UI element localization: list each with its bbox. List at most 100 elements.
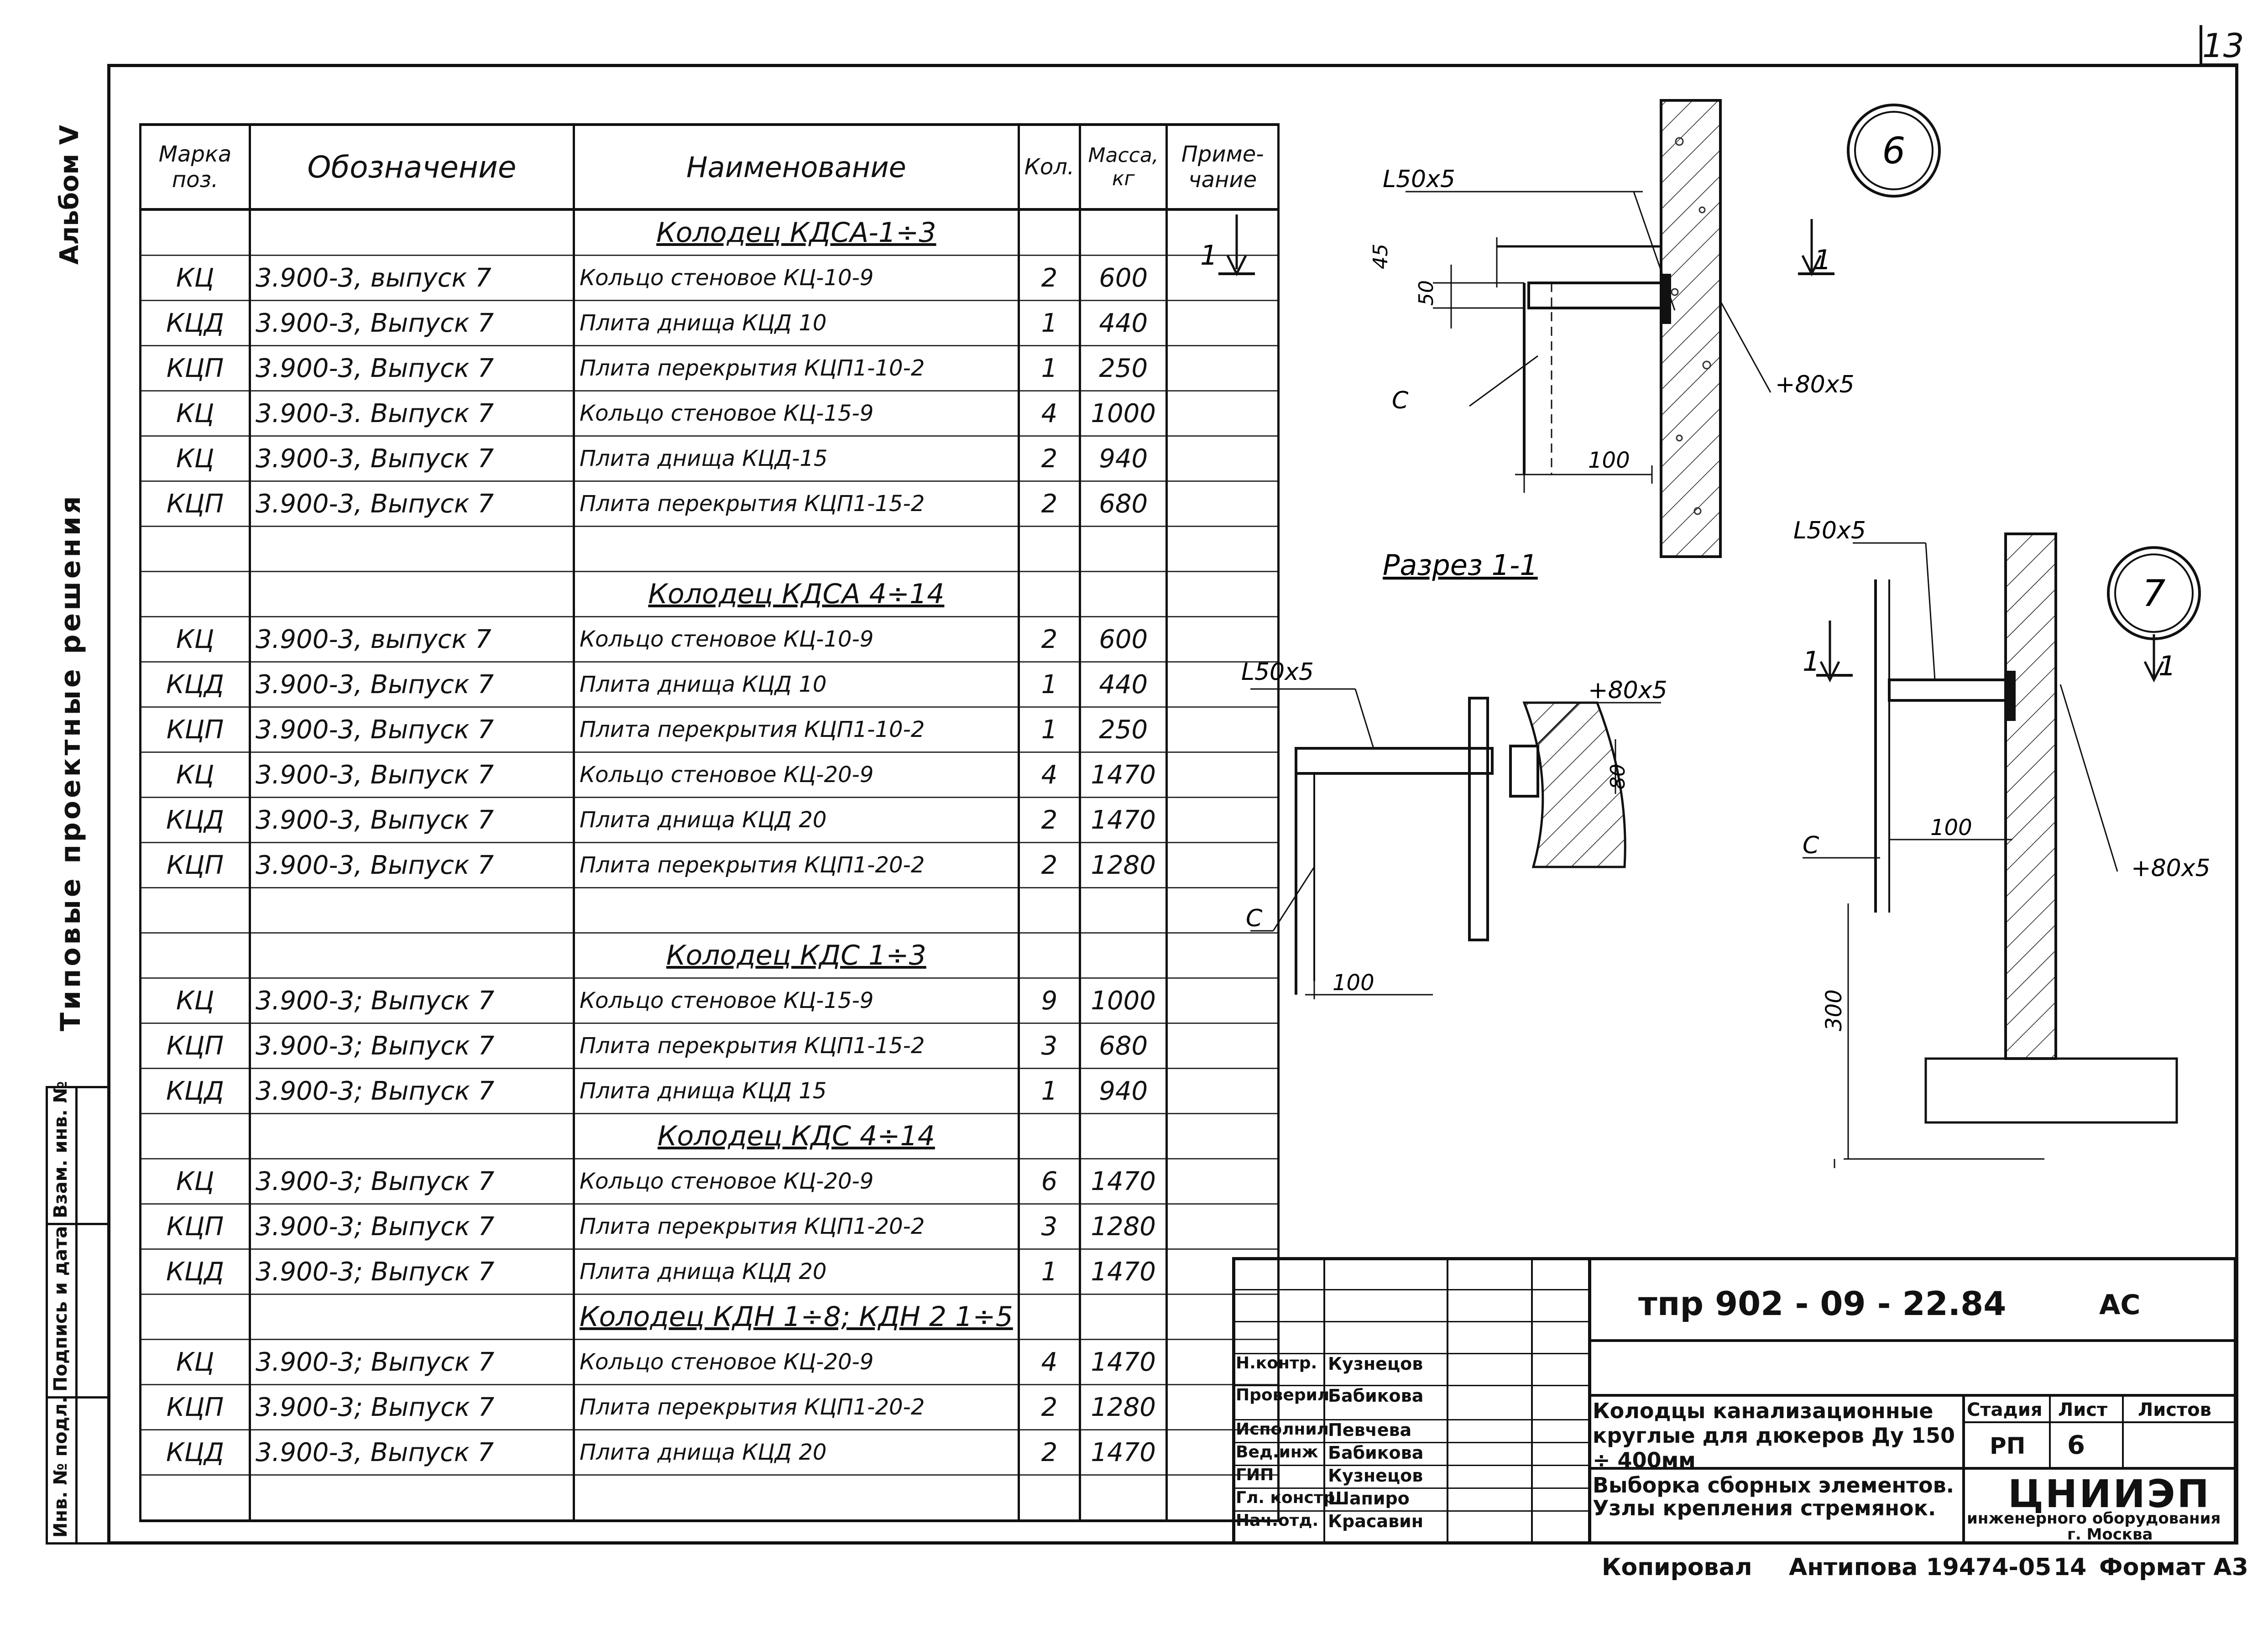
group-title: Колодец КДС 4÷14	[573, 1113, 1020, 1159]
signer-role: ГИП	[1236, 1466, 1274, 1484]
cell-mass: 440	[1079, 661, 1168, 708]
cell-mass: 680	[1079, 1023, 1168, 1069]
node-6-channel-label: C	[1392, 387, 1409, 414]
cell-name: Плита днища КЦД-15	[573, 435, 1020, 482]
connection-details-drawing: 6 L50x5 +80x5 50 45 100 C 1 1 Разрез 1-1…	[1200, 99, 2211, 1168]
cell-mark: КЦП	[139, 1203, 251, 1250]
cell-name: Кольцо стеновое КЦ-15-9	[573, 390, 1020, 437]
cell-note	[1165, 526, 1280, 572]
cell-qty	[1017, 887, 1082, 934]
table-cell	[1079, 571, 1168, 617]
drawing-frame	[107, 64, 2238, 1545]
node-7-dim-100: 100	[1930, 815, 1972, 840]
cell-designation: 3.900-3, Выпуск 7	[249, 1429, 575, 1476]
ring-wall	[1522, 701, 1626, 868]
node-7-section-mark-left: 1	[1803, 646, 1820, 678]
cell-qty: 2	[1017, 1384, 1082, 1430]
plate-80x5	[1509, 745, 1539, 798]
cell-qty: 1	[1017, 661, 1082, 708]
cell-name: Кольцо стеновое КЦ-20-9	[573, 1158, 1020, 1205]
cell-note	[1165, 1429, 1280, 1476]
cell-designation: 3.900-3, Выпуск 7	[249, 842, 575, 888]
table-group-row: Колодец КДС 4÷14	[139, 1113, 1280, 1159]
cell-name: Кольцо стеновое КЦ-10-9	[573, 255, 1020, 301]
node-6: 6 L50x5 +80x5 50 45 100 C 1 1	[1200, 99, 1941, 558]
cell-designation: 3.900-3. Выпуск 7	[249, 390, 575, 437]
stamp-divider	[75, 1086, 78, 1545]
spec-header-row: Марка поз. Обозначение Наименование Кол.…	[139, 123, 1280, 211]
cell-qty: 3	[1017, 1023, 1082, 1069]
spec-table: Марка поз. Обозначение Наименование Кол.…	[139, 123, 1280, 1522]
node-6-plate-label: +80x5	[1775, 371, 1855, 398]
footer-format: Формат А3	[2099, 1554, 2248, 1581]
table-cell	[1017, 209, 1082, 256]
project-title: Колодцы канализационные круглые для дюке…	[1593, 1399, 1955, 1472]
cell-name	[573, 887, 1020, 934]
cell-name: Плита перекрытия КЦП1-20-2	[573, 1203, 1020, 1250]
header-mark: Марка поз.	[139, 123, 251, 211]
cell-note	[1165, 752, 1280, 798]
header-designation: Обозначение	[249, 123, 575, 211]
cell-name: Кольцо стеновое КЦ-20-9	[573, 1339, 1020, 1385]
cell-name: Плита перекрытия КЦП1-20-2	[573, 842, 1020, 888]
angle-l50x5	[1527, 282, 1662, 309]
node-6-number: 6	[1882, 130, 1906, 172]
wall-section	[2004, 532, 2057, 1060]
cell-designation	[249, 526, 575, 572]
section-title: Разрез 1-1	[1383, 548, 1538, 582]
cell-mark: КЦП	[139, 345, 251, 391]
cell-note	[1165, 1203, 1280, 1250]
cell-qty: 2	[1017, 842, 1082, 888]
cell-name: Плита перекрытия КЦП1-10-2	[573, 345, 1020, 391]
cell-qty	[1017, 1474, 1082, 1522]
node-7-number: 7	[2143, 572, 2166, 615]
sheet-title: Выборка сборных элементов. Узлы креплени…	[1593, 1473, 1954, 1520]
footer-copied-label: Копировал	[1602, 1554, 1752, 1581]
cell-qty: 1	[1017, 706, 1082, 753]
cell-mass	[1079, 1474, 1168, 1522]
cell-designation: 3.900-3, Выпуск 7	[249, 345, 575, 391]
foundation	[1924, 1057, 2178, 1124]
table-cell	[1165, 209, 1280, 256]
stage-value: РП	[1990, 1433, 2026, 1459]
table-cell	[1079, 1294, 1168, 1340]
cell-designation: 3.900-3, Выпуск 7	[249, 661, 575, 708]
signer-name: Певчева	[1328, 1420, 1412, 1440]
table-cell	[139, 1113, 251, 1159]
cell-qty: 4	[1017, 1339, 1082, 1385]
cell-name: Кольцо стеновое КЦ-20-9	[573, 752, 1020, 798]
node-6-dim-100: 100	[1588, 448, 1630, 473]
cell-designation: 3.900-3; Выпуск 7	[249, 1068, 575, 1114]
cell-mass: 1280	[1079, 1203, 1168, 1250]
cell-mark: КЦ	[139, 435, 251, 482]
cell-mark: КЦД	[139, 1248, 251, 1295]
angle-l50x5	[1295, 747, 1494, 775]
cell-note	[1165, 977, 1280, 1024]
organization-city: г. Москва	[2067, 1525, 2153, 1544]
stamp-label: Инв. № подл.	[50, 1396, 71, 1538]
group-title: Колодец КДН 1÷8; КДН 2 1÷5	[573, 1294, 1020, 1340]
node-6-section-mark-left: 1	[1200, 240, 1218, 271]
cell-mark: КЦ	[139, 1158, 251, 1205]
cell-designation: 3.900-3; Выпуск 7	[249, 1248, 575, 1295]
cell-mark: КЦ	[139, 390, 251, 437]
header-qty: Кол.	[1017, 123, 1082, 211]
signer-role: Исполнил	[1236, 1420, 1329, 1439]
table-group-row: Колодец КДН 1÷8; КДН 2 1÷5	[139, 1294, 1280, 1340]
signer-name: Бабикова	[1328, 1443, 1424, 1463]
cell-qty: 2	[1017, 1429, 1082, 1476]
cell-mark: КЦ	[139, 255, 251, 301]
cell-note	[1165, 887, 1280, 934]
cell-note	[1165, 255, 1280, 301]
header-mass: Масса, кг	[1079, 123, 1168, 211]
table-cell	[249, 209, 575, 256]
